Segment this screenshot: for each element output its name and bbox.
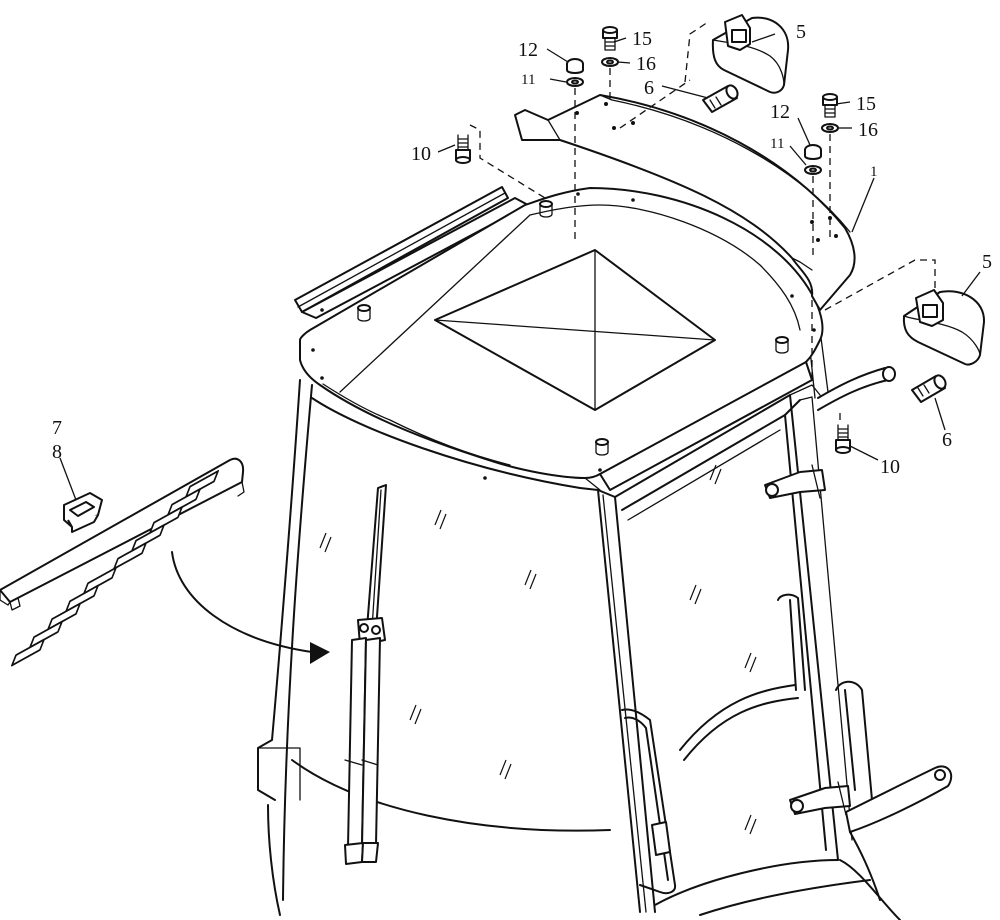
callout-1: 1 xyxy=(870,164,878,180)
callout-12-upper: 12 xyxy=(518,39,538,61)
callout-6-upper: 6 xyxy=(644,77,654,99)
callout-labels: 12 11 15 16 5 6 10 12 11 15 16 1 5 6 10 … xyxy=(52,21,992,478)
spacer-tube-upper xyxy=(702,84,739,113)
callout-11-right: 11 xyxy=(770,136,784,152)
leader-lines xyxy=(59,33,981,501)
callout-12-right: 12 xyxy=(770,101,790,123)
work-lamp-upper xyxy=(711,14,790,94)
switch-slots xyxy=(11,470,219,667)
callout-5-upper: 5 xyxy=(796,21,806,43)
roof-holes xyxy=(311,192,816,480)
visor-bracket-part-1 xyxy=(514,94,856,311)
fasteners xyxy=(455,26,851,454)
spacer-tube-lower xyxy=(911,374,947,403)
callout-11-upper: 11 xyxy=(521,72,535,88)
callout-16-upper: 16 xyxy=(636,53,656,75)
roof-bolt-bosses xyxy=(357,200,789,456)
cab-roof xyxy=(294,186,824,491)
callout-10-right: 10 xyxy=(880,456,900,478)
assembly-lines xyxy=(469,21,936,420)
callout-10-left: 10 xyxy=(411,143,431,165)
callout-15-upper: 15 xyxy=(632,28,652,50)
callout-16-right: 16 xyxy=(858,119,878,141)
switch-panel xyxy=(0,457,330,667)
callout-7: 7 xyxy=(52,417,62,439)
callout-5-lower: 5 xyxy=(982,251,992,273)
cab-body xyxy=(257,329,953,920)
work-lamp-lower xyxy=(902,289,986,366)
callout-6-lower: 6 xyxy=(942,429,952,451)
callout-15-right: 15 xyxy=(856,93,876,115)
callout-8: 8 xyxy=(52,441,62,463)
wiper-assembly xyxy=(344,484,387,865)
